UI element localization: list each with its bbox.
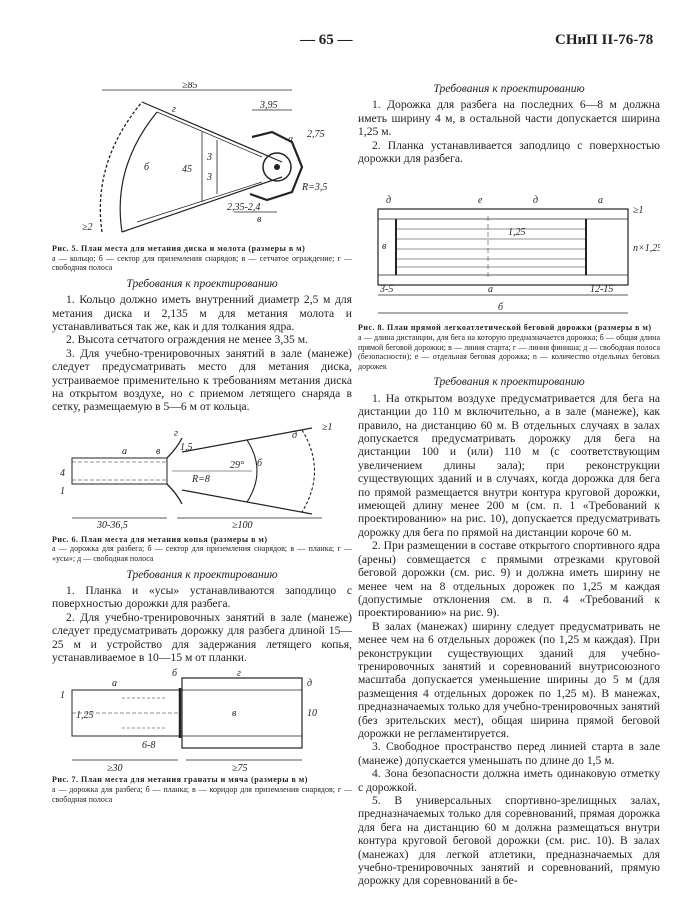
- sec4-para-6: 5. В универсальных спортивно-зрелищных з…: [358, 794, 660, 888]
- sec4-para-3: В залах (манежах) ширину следует предусм…: [358, 619, 660, 740]
- sec4-para-4: 3. Свободное пространство перед линией с…: [358, 740, 660, 767]
- sec1-para-1: 1. Кольцо должно иметь внутренний диамет…: [52, 293, 352, 333]
- fig6-label-4: 4: [60, 468, 65, 479]
- document-code: СНиП II-76-78: [555, 32, 654, 48]
- fig8-label-a2: а: [488, 284, 493, 295]
- fig8-label-1-25: 1,25: [508, 227, 526, 238]
- fig7-label-1: 1: [60, 690, 65, 701]
- fig6-label-d: д: [292, 430, 297, 441]
- figure-5-caption: Рис. 5. План места для метания диска и м…: [52, 244, 352, 273]
- fig6-label-30-36: 30-36,5: [96, 520, 128, 531]
- fig7-label-ge75: ≥75: [232, 763, 248, 773]
- fig6-label-a: а: [122, 446, 127, 457]
- fig8-label-a1: а: [598, 195, 603, 206]
- right-column: Требования к проектированию 1. Дорожка д…: [358, 82, 660, 888]
- fig6-label-1: 1: [60, 486, 65, 497]
- fig8-label-nx125: n×1,25: [633, 243, 660, 254]
- sec2-para-1: 1. Планка и «усы» устанавливаются заподл…: [52, 584, 352, 611]
- fig5-label-v: в: [257, 214, 262, 225]
- fig7-label-b: б: [172, 668, 178, 679]
- figure-7-caption-text: а — дорожка для разбега; б — планка; в —…: [52, 785, 352, 804]
- fig8-label-e: е: [478, 195, 483, 206]
- fig6-label-ge100: ≥100: [232, 520, 253, 531]
- fig5-label-b: б: [144, 162, 150, 173]
- fig7-label-d: д: [307, 678, 312, 689]
- fig6-label-g: г: [174, 428, 178, 439]
- figure-8-caption-text: а — длина дистанции, для бега на которую…: [358, 333, 660, 371]
- fig5-label-3a: 3: [206, 152, 212, 163]
- section-title-2: Требования к проектированию: [126, 567, 278, 581]
- fig5-label-dim-85: ≥85: [182, 82, 198, 91]
- section-title-4: Требования к проектированию: [433, 375, 585, 389]
- fig7-label-v: в: [232, 708, 237, 719]
- fig6-label-1-5: 1,5: [180, 442, 193, 453]
- sec1-para-2: 2. Высота сетчатого ограждения не менее …: [66, 333, 308, 347]
- fig6-label-angle: 29°: [230, 460, 244, 471]
- fig7-label-10: 10: [307, 708, 317, 719]
- figure-6-caption-title: Рис. 6. План места для метания копья (ра…: [52, 534, 268, 544]
- fig6-label-v: в: [156, 446, 161, 457]
- sec3-para-1: 1. Дорожка для разбега на последних 6—8 …: [358, 98, 660, 139]
- fig7-label-a: а: [112, 678, 117, 689]
- figure-5-caption-text: а — кольцо; б — сектор для приземления с…: [52, 253, 352, 273]
- sec4-para-5: 4. Зона безопасности должна иметь одинак…: [358, 767, 660, 794]
- fig6-label-r8: R=8: [191, 474, 210, 485]
- section-title-1: Требования к проектированию: [126, 276, 278, 290]
- fig5-label-ge2: ≥2: [82, 222, 93, 233]
- fig8-label-d1: д: [386, 195, 391, 206]
- fig5-label-3b: 3: [206, 172, 212, 183]
- fig5-label-radius: R=3,5: [301, 182, 327, 193]
- fig8-label-ge1: ≥1: [633, 205, 644, 216]
- left-column: ≥85 а б в г 3,95 2,75 3 3 45 R=3,5 2,35-…: [52, 82, 352, 804]
- sec3-para-2: 2. Планка устанавливается заподлицо с по…: [358, 138, 660, 166]
- figure-6-caption-text: а — дорожка для разбега; б — сектор для …: [52, 544, 352, 564]
- page-number: — 65 —: [300, 32, 353, 48]
- fig8-label-v: в: [382, 241, 387, 252]
- fig6-label-ge1: ≥1: [322, 422, 333, 433]
- fig5-label-g: г: [172, 104, 176, 115]
- fig7-label-1-25: 1,25: [76, 710, 94, 721]
- figure-8-caption: Рис. 8. План прямой легкоатлетической бе…: [358, 323, 660, 371]
- sec4-para-1: 1. На открытом воздухе предусматривается…: [358, 391, 660, 539]
- figure-7-drawing: а б в г 1 1,25 10 6-8 ≥30 ≥75 д: [60, 668, 317, 773]
- fig8-label-3-5: 3-5: [379, 284, 393, 295]
- fig5-label-a: а: [288, 134, 293, 145]
- fig6-label-b: б: [257, 458, 263, 469]
- sec2-para-2: 2. Для учебно-тренировочных занятий в за…: [52, 610, 352, 665]
- fig7-label-6-8: 6-8: [142, 740, 155, 751]
- sec4-para-2: 2. При размещении в составе открытого сп…: [358, 539, 660, 620]
- fig5-label-45: 45: [182, 164, 192, 175]
- fig8-label-d2: д: [533, 195, 538, 206]
- figure-6-caption: Рис. 6. План места для метания копья (ра…: [52, 535, 352, 564]
- fig5-label-2-75: 2,75: [307, 129, 325, 140]
- figure-5-caption-title: Рис. 5. План места для метания диска и м…: [52, 244, 306, 253]
- figure-8-drawing: д е д а ≥1 1,25 n×1,25 в 3-5 а 12-15 б: [377, 195, 660, 314]
- fig5-label-2-35: 2,35-2,4: [227, 202, 260, 213]
- section-title-3: Требования к проектированию: [433, 82, 585, 95]
- fig7-label-g: г: [237, 668, 241, 679]
- figure-7-caption: Рис. 7. План места для метания гранаты и…: [52, 775, 352, 804]
- sec1-para-3: 3. Для учебно-тренировочных занятий в за…: [52, 346, 352, 414]
- fig8-label-12-15: 12-15: [590, 284, 613, 295]
- fig8-label-b: б: [498, 302, 504, 313]
- figure-5-drawing: ≥85 а б в г 3,95 2,75 3 3 45 R=3,5 2,35-…: [82, 82, 327, 233]
- figure-8-caption-title: Рис. 8. План прямой легкоатлетической бе…: [358, 323, 652, 333]
- fig7-label-ge30: ≥30: [107, 763, 123, 773]
- figure-6-drawing: а б в г д 1,5 ≥1 4 R=8 29° 30-36,5 ≥100 …: [60, 422, 333, 531]
- fig5-label-3-95: 3,95: [259, 100, 278, 111]
- figure-7-caption-title: Рис. 7. План места для метания гранаты и…: [52, 775, 308, 785]
